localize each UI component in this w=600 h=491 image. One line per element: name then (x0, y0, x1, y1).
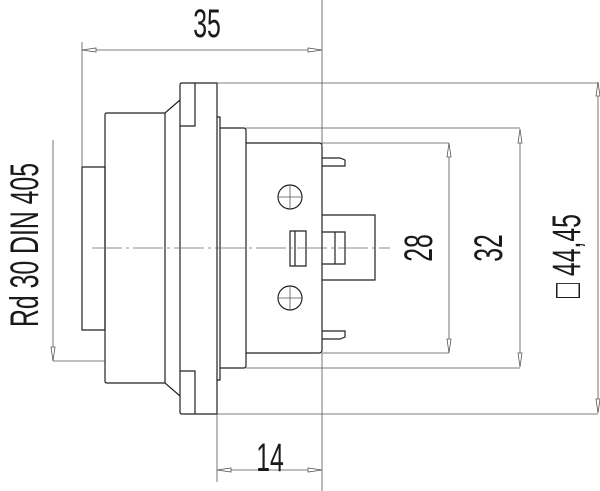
dim-thread: Rd 30 DIN 405 (3, 163, 47, 327)
dimension-14: 14 (216, 436, 323, 481)
dimension-32: 32 (467, 128, 523, 368)
dimension-28: 28 (397, 142, 452, 354)
solder-pins (322, 157, 346, 340)
dimension-44-45: □ 44,45 (545, 81, 600, 414)
rear-tab (322, 214, 376, 281)
front-boss (81, 166, 106, 331)
dim-overall-length: 35 (193, 2, 221, 46)
connector-outline (81, 82, 390, 415)
dimension-35: 35 (81, 2, 323, 53)
latch-slot (289, 230, 307, 267)
flange (179, 82, 218, 415)
dim-body-height: 32 (467, 234, 511, 262)
dimension-thread: Rd 30 DIN 405 (3, 140, 56, 362)
dim-inner-height: 28 (397, 234, 441, 262)
extension-lines (53, 0, 598, 491)
dim-flange-square: □ 44,45 (545, 214, 589, 298)
rear-ring (217, 116, 247, 381)
dim-flange-depth: 14 (256, 436, 284, 480)
